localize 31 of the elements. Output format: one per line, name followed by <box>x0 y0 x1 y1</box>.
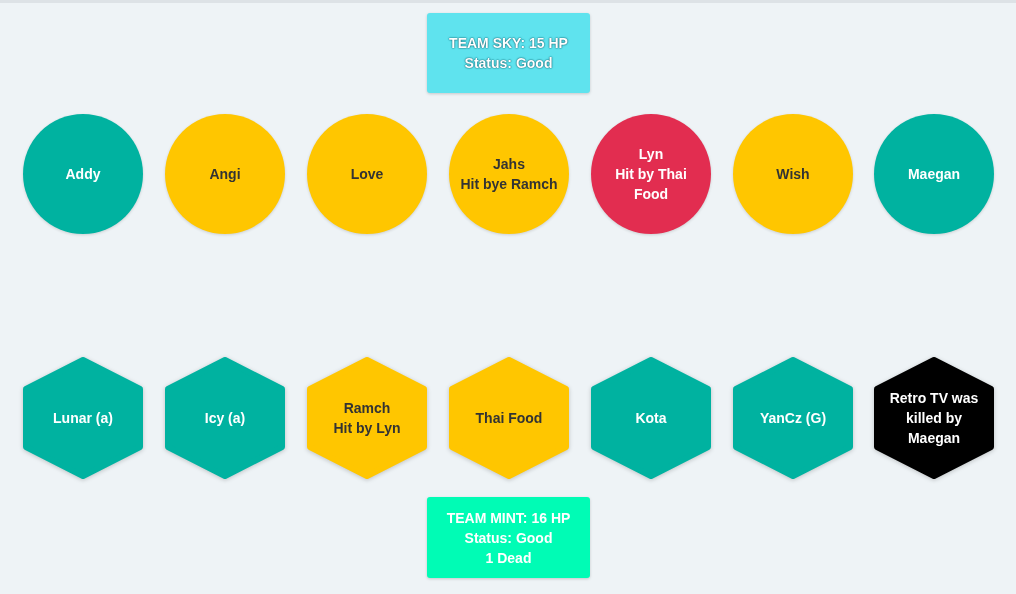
player-hexagon <box>448 357 570 479</box>
node-label: Wish <box>776 165 810 184</box>
node-label: Jahs <box>493 155 525 174</box>
node-label: Hit by Lyn <box>333 419 401 438</box>
node-label: YanCz (G) <box>759 409 827 428</box>
node-label: Hit by Thai Food <box>614 165 688 204</box>
team-status-box <box>427 497 590 578</box>
player-hexagon <box>732 357 854 479</box>
node-label: Status: Good <box>464 54 553 73</box>
node-label: Hit bye Ramch <box>460 175 558 194</box>
node-label: Kota <box>635 409 667 428</box>
player-hexagon <box>873 357 995 479</box>
node-label: Icy (a) <box>204 409 246 428</box>
player-hexagon <box>306 357 428 479</box>
node-label: Love <box>350 165 384 184</box>
player-hexagon <box>164 357 286 479</box>
node-label: Lyn <box>638 145 664 164</box>
node-label: TEAM SKY: 15 HP <box>449 34 568 53</box>
node-label: Addy <box>65 165 101 184</box>
node-label: Thai Food <box>475 409 543 428</box>
node-label: Ramch <box>343 399 391 418</box>
node-label: 1 Dead <box>485 548 532 568</box>
player-hexagon <box>590 357 712 479</box>
node-label: Status: Good <box>464 528 553 548</box>
node-label: Retro TV was killed by Maegan <box>888 389 980 448</box>
node-label: Angi <box>209 165 241 184</box>
team-status-box <box>427 13 590 93</box>
node-label: Lunar (a) <box>53 409 113 428</box>
node-label: Maegan <box>907 165 961 184</box>
player-hexagon <box>22 357 144 479</box>
node-label: TEAM MINT: 16 HP <box>446 508 571 528</box>
